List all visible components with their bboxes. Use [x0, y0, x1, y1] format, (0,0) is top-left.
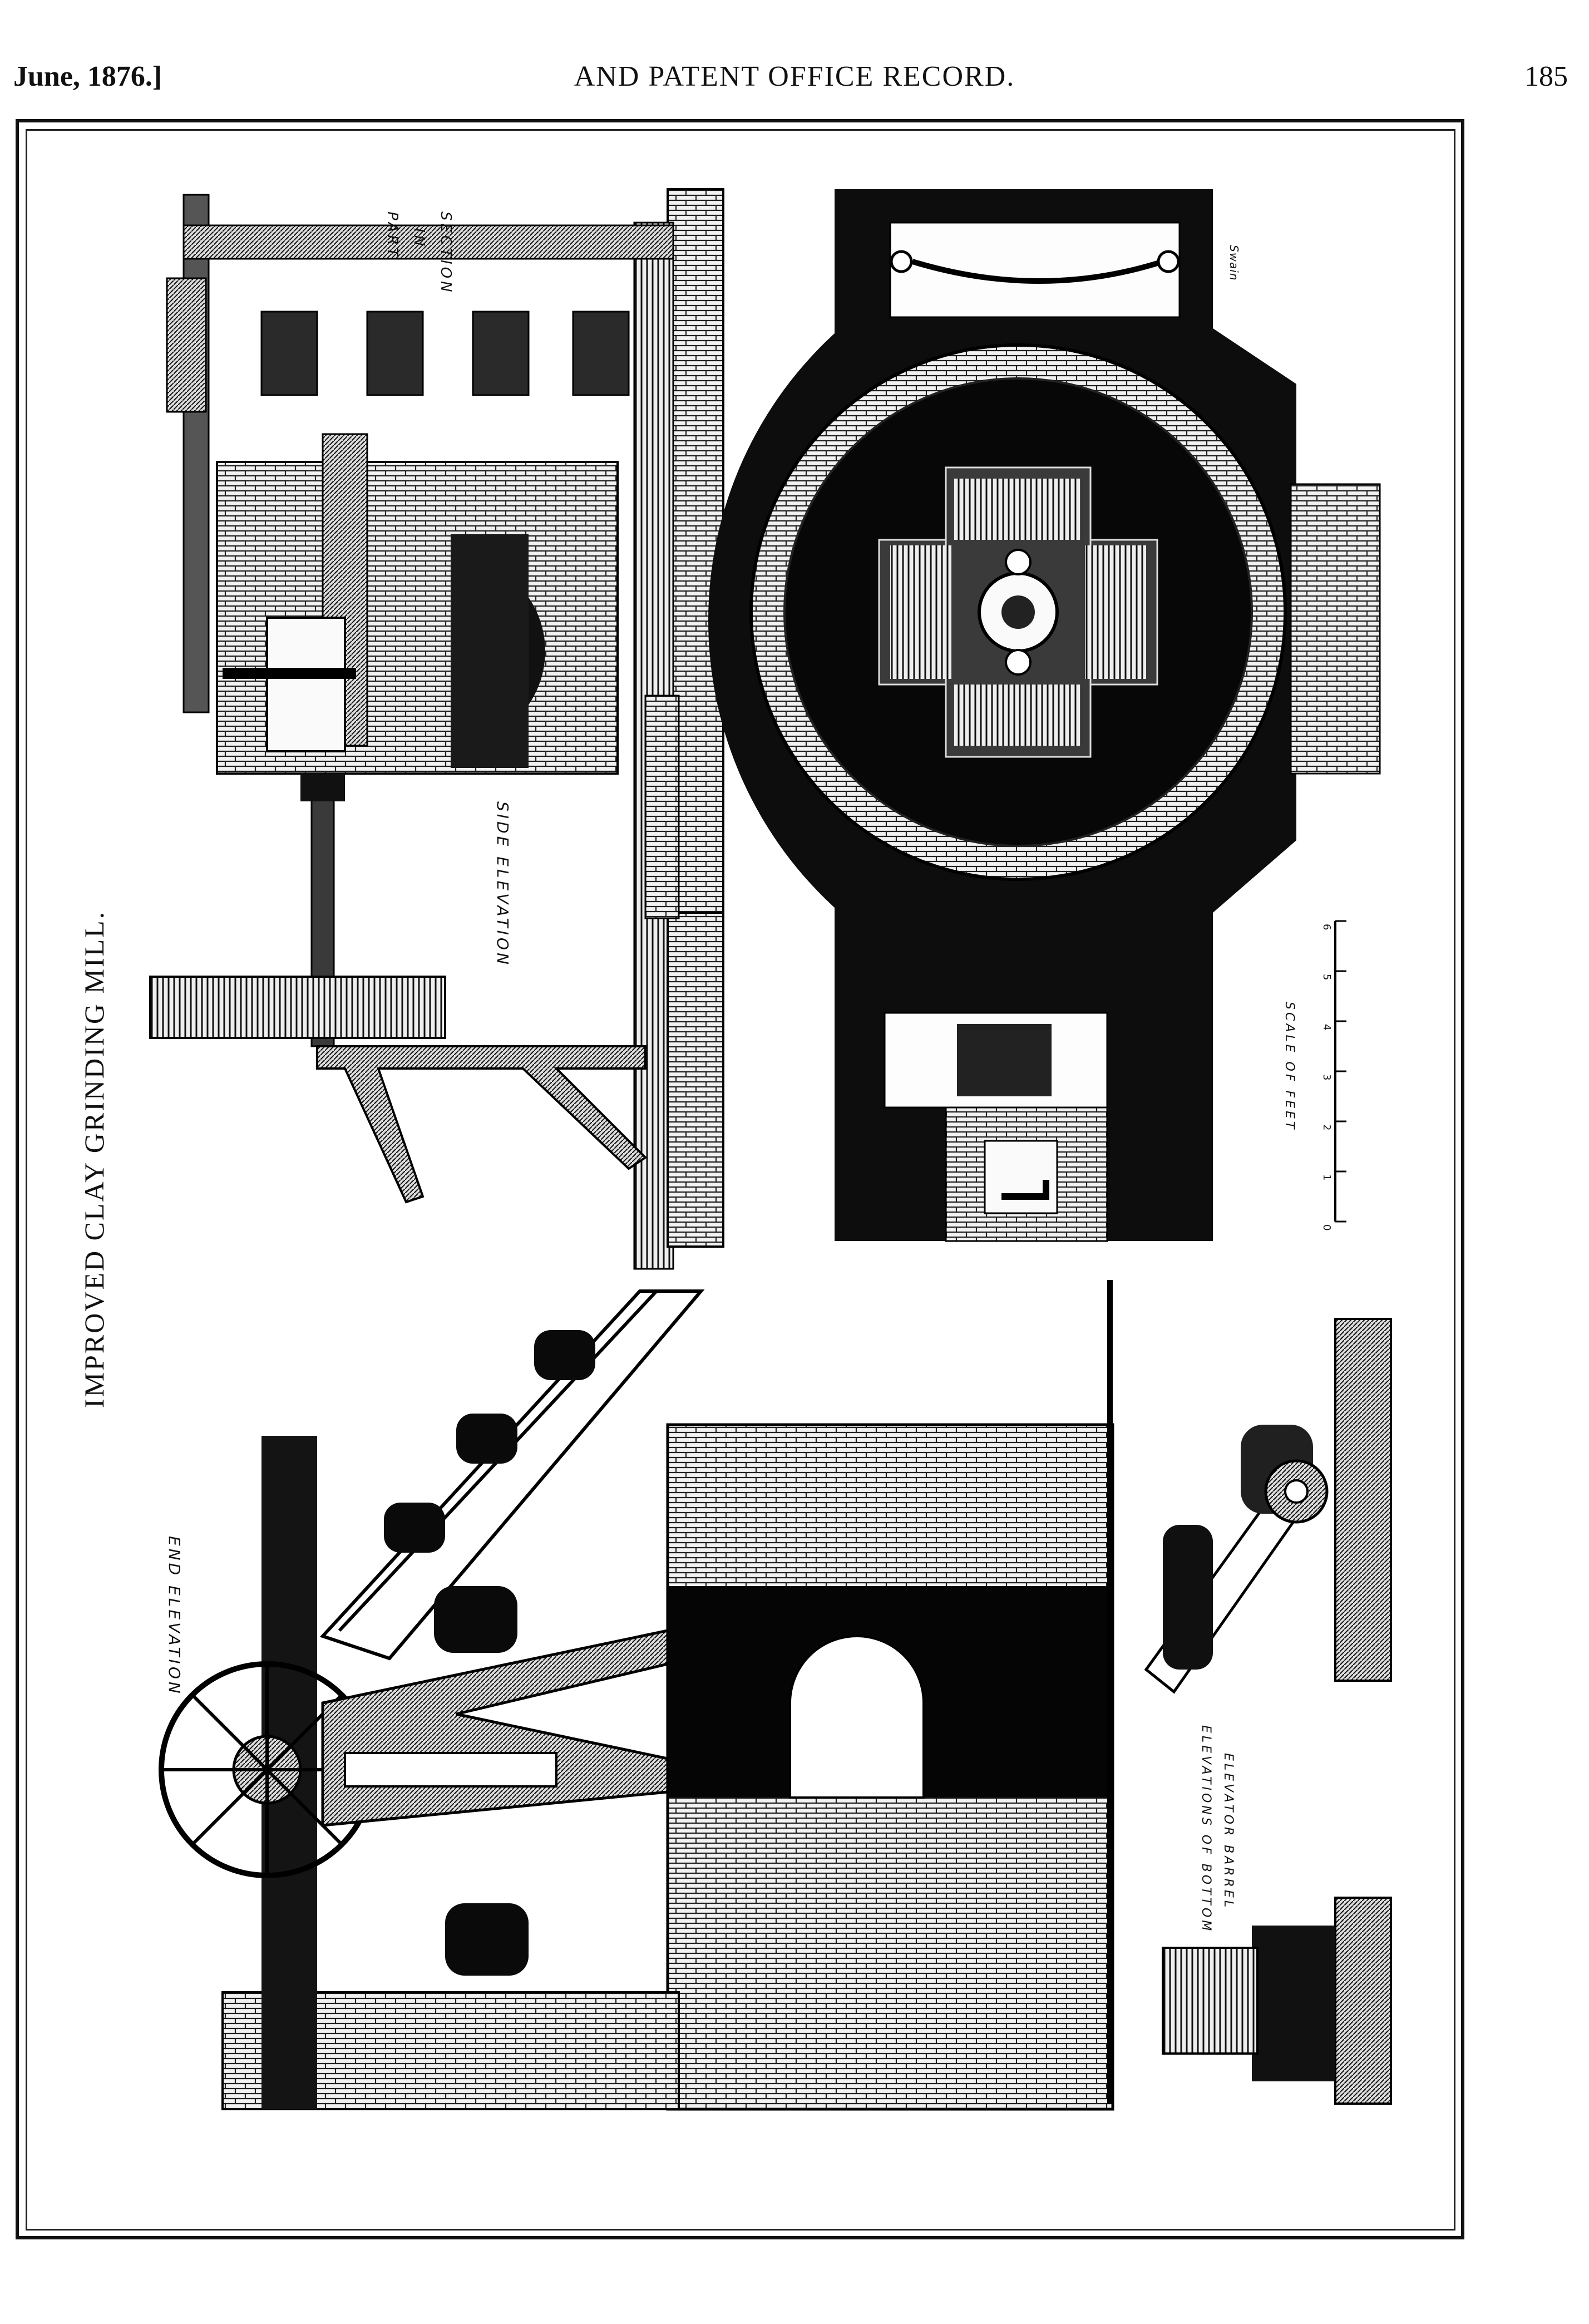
side-elevation-label: SIDE ELEVATION — [494, 801, 512, 967]
plate-title: IMPROVED CLAY GRINDING MILL. — [78, 910, 110, 1408]
scale-number-6: 6 — [1321, 924, 1333, 933]
scale-caption: SCALE OF FEET — [1282, 1002, 1296, 1132]
scale-number-4: 4 — [1321, 1024, 1333, 1033]
plate-frame-outer — [16, 119, 1464, 2239]
elevations-caption-line1: ELEVATIONS OF BOTTOM — [1199, 1725, 1213, 1934]
part-label: PART — [384, 211, 401, 260]
end-elevation-drawing — [159, 1280, 1114, 2111]
side-elevation-drawing — [149, 188, 724, 1270]
elevations-caption-line2: ELEVATOR BARREL — [1221, 1753, 1235, 1910]
in-label: IN — [411, 228, 427, 249]
plan-view-drawing — [708, 189, 1381, 1242]
scale-number-1: 1 — [1321, 1174, 1333, 1184]
engraver-signature: Swain — [1227, 245, 1241, 281]
header-date: June, 1876.] — [13, 61, 162, 92]
elevator-barrel-drawings — [1144, 1318, 1392, 2105]
scale-number-3: 3 — [1321, 1074, 1333, 1084]
scale-number-0: 0 — [1321, 1224, 1333, 1234]
end-elevation-label: END ELEVATION — [165, 1536, 184, 1696]
section-label: SECTION — [437, 211, 454, 295]
scale-bar — [1334, 920, 1346, 1223]
header-page-number: 185 — [1524, 61, 1568, 92]
header-journal-title: AND PATENT OFFICE RECORD. — [574, 61, 1015, 92]
scale-number-2: 2 — [1321, 1124, 1333, 1134]
scale-number-5: 5 — [1321, 974, 1333, 983]
